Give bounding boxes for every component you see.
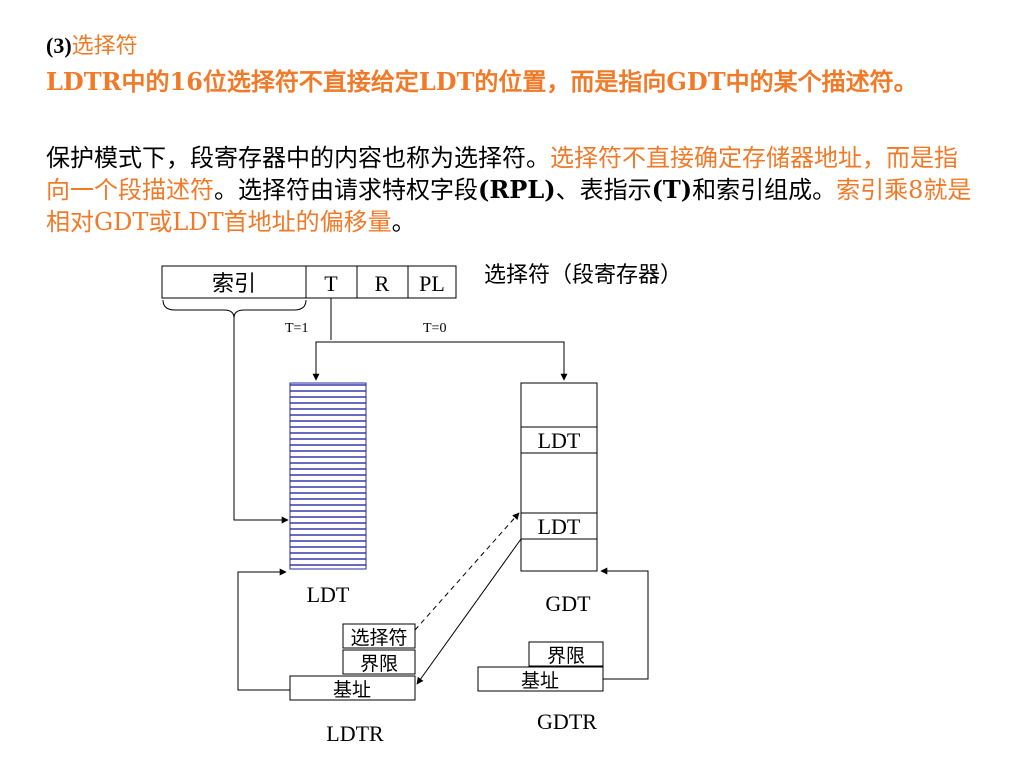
ldtr-register: 选择符 界限 基址 LDTR — [289, 623, 416, 746]
gdt-table: LDT LDT GDT — [520, 382, 598, 616]
ldtr-base-box — [289, 675, 416, 701]
gdtr-limit-box — [528, 641, 604, 667]
gdtr-register: 界限 基址 GDTR — [477, 641, 604, 734]
para2-seg8: 索引乘8就是相对GDT或LDT首地址的偏移量 — [46, 176, 972, 236]
gdt-table-body — [520, 382, 598, 572]
selector-caption: 选择符（段寄存器） — [484, 262, 682, 287]
index-arrow — [233, 318, 289, 524]
paragraph-selector: 保护模式下，段寄存器中的内容也称为选择符。选择符不直接确定存储器地址，而是指向一… — [46, 142, 976, 238]
t1-label: T=1 — [285, 321, 308, 336]
ldtr-selector-label: 选择符 — [350, 627, 407, 649]
index-brace — [162, 299, 307, 319]
selector-pl-field: PL — [419, 271, 445, 296]
gdt-entry-2: LDT — [538, 514, 581, 539]
section-title: 选择符 — [71, 34, 138, 59]
ldtr-selector-dashed-arrow — [414, 512, 520, 631]
selector-t-field: T — [324, 271, 338, 296]
ldtr-caption: LDTR — [326, 721, 384, 746]
selector-outer-box — [161, 265, 457, 299]
gdtr-base-label: 基址 — [521, 670, 559, 692]
section-heading: (3)选择符 — [46, 28, 138, 60]
gdtr-caption: GDTR — [537, 709, 597, 734]
gdtr-base-box — [477, 666, 604, 692]
para2-seg2: 选择符不直接确定存储器地址，而是指向一个段描述符 — [46, 144, 958, 204]
ldt-caption: LDT — [307, 582, 350, 607]
ldtr-limit-label: 界限 — [360, 653, 398, 675]
ldt-table: LDT — [289, 382, 367, 607]
gdt-entry-2-box — [520, 512, 598, 540]
para2-seg7: 和索引组成。 — [692, 176, 837, 204]
paragraph-ldtr: LDTR中的16位选择符不直接给定LDT的位置，而是指向GDT中的某个描述符。 — [46, 67, 918, 96]
selector-r-field: R — [375, 271, 390, 296]
selector-register: 索引 T R PL 选择符（段寄存器） — [161, 262, 682, 299]
gdtr-limit-label: 界限 — [547, 645, 585, 667]
para2-seg1: 保护模式下，段寄存器中的内容也称为选择符。 — [46, 144, 550, 172]
ldtr-selector-box — [342, 623, 416, 649]
t-branch-arrows — [312, 341, 568, 381]
ldtr-limit-box — [342, 649, 416, 675]
para2-seg4: (RPL) — [478, 175, 556, 204]
gdt-caption: GDT — [545, 591, 591, 616]
section-number: (3) — [46, 33, 72, 58]
selector-index-field: 索引 — [212, 271, 256, 296]
gdt-entry-to-ldtr-base-arrow — [416, 538, 522, 685]
gdt-entry-1-box — [520, 426, 598, 454]
ldt-table-body — [289, 382, 367, 570]
para2-seg9: 。 — [391, 208, 416, 236]
para2-seg5: 、表指示 — [555, 176, 652, 204]
t0-label: T=0 — [423, 321, 446, 336]
ldtr-base-to-ldt-arrow — [237, 568, 290, 691]
para2-seg3: 。选择符由请求特权字段 — [214, 176, 478, 204]
ldtr-base-label: 基址 — [333, 679, 371, 701]
para2-seg6: (T) — [651, 175, 693, 204]
gdtr-base-to-gdt-arrow — [600, 567, 649, 680]
gdt-entry-1: LDT — [538, 428, 581, 453]
